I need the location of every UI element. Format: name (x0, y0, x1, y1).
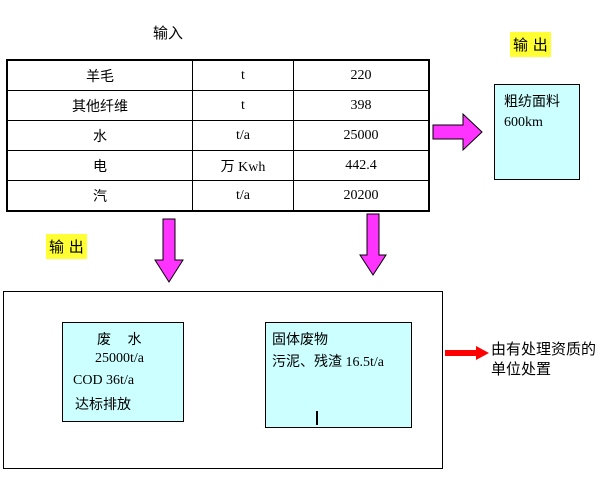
arrow-right-product (432, 112, 483, 152)
value-cell: 442.4 (293, 150, 430, 181)
product-box: 粗纺面料 600km (494, 84, 580, 180)
unit-cell: t (192, 59, 294, 91)
solid-waste-amount: 16.5t/a (342, 355, 385, 370)
table-row: 羊毛 t 220 (6, 59, 430, 91)
wastewater-cod: COD 36t/a (73, 373, 135, 388)
wastewater-status: 达标排放 (75, 397, 131, 413)
table-row: 汽 t/a 20200 (6, 180, 430, 212)
item-cell: 电 (6, 150, 193, 181)
solid-waste-desc: 污泥、残渣 16.5t/a (272, 351, 384, 371)
input-table: 羊毛 t 220 其他纤维 t 398 水 t/a 25000 电 万 Kwh … (6, 59, 430, 212)
tick-mark (316, 411, 318, 425)
arrow-down-wastewater (154, 218, 184, 283)
wastewater-volume: 25000t/a (95, 351, 144, 366)
output-label-waste: 输 出 (46, 234, 87, 259)
input-title: 输入 (153, 24, 184, 42)
value-cell: 220 (293, 59, 430, 91)
output-label-product: 输 出 (510, 32, 551, 57)
value-cell: 25000 (293, 120, 430, 151)
product-amount: 600km (504, 115, 543, 130)
unit-cell: 万 Kwh (192, 150, 294, 181)
unit-cell: t/a (192, 120, 294, 151)
item-cell: 羊毛 (6, 59, 193, 91)
table-row: 水 t/a 25000 (6, 120, 430, 151)
arrow-down-solid (359, 213, 387, 276)
value-cell: 20200 (293, 180, 430, 212)
item-cell: 其他纤维 (6, 90, 193, 121)
item-cell: 汽 (6, 180, 193, 212)
wastewater-title: 废 水 (97, 332, 148, 348)
table-row: 电 万 Kwh 442.4 (6, 150, 430, 181)
solid-waste-desc-cn: 污泥、残渣 (272, 354, 342, 370)
value-cell: 398 (293, 90, 430, 121)
disposal-text: 由有处理资质的单位处置 (491, 340, 597, 378)
arrow-right-disposal (445, 346, 489, 360)
item-cell: 水 (6, 120, 193, 151)
wastewater-box: 废 水 25000t/a COD 36t/a 达标排放 (62, 322, 184, 422)
solid-waste-box: 固体废物 污泥、残渣 16.5t/a (265, 322, 412, 428)
table-row: 其他纤维 t 398 (6, 90, 430, 121)
solid-waste-title: 固体废物 (272, 332, 328, 348)
product-name: 粗纺面料 (504, 94, 560, 110)
unit-cell: t (192, 90, 294, 121)
waste-output-frame (3, 291, 443, 469)
unit-cell: t/a (192, 180, 294, 212)
